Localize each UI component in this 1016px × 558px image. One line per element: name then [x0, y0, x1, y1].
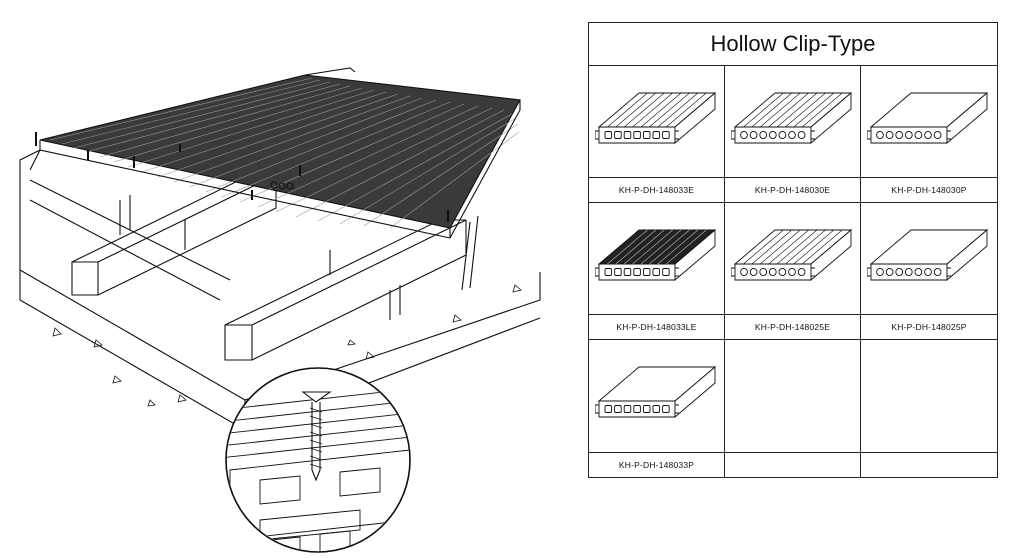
board-profile-image	[725, 66, 860, 177]
deck-boards	[35, 67, 521, 291]
product-code-label: KH-P-DH-148033E	[589, 177, 724, 202]
catalog-product-cell: KH-P-DH-148033E	[589, 66, 725, 203]
product-code-label: KH-P-DH-148025E	[725, 314, 860, 339]
board-profile-image	[589, 66, 724, 177]
catalog-empty-cell	[861, 340, 997, 477]
concrete-slab	[19, 149, 541, 431]
board-profile-image	[589, 203, 724, 314]
product-code-label: KH-P-DH-148033P	[589, 452, 724, 477]
board-profile-image	[725, 340, 860, 452]
product-code-label: KH-P-DH-148030E	[725, 177, 860, 202]
catalog-title: Hollow Clip-Type	[589, 23, 997, 66]
screw-icon	[301, 391, 332, 482]
board-profile-image	[861, 203, 997, 314]
catalog-product-cell: KH-P-DH-148025E	[725, 203, 861, 340]
catalog-empty-cell	[725, 340, 861, 477]
decking-installation-illustration	[19, 67, 541, 553]
clip-detail-inset	[225, 367, 411, 553]
product-code-label: KH-P-DH-148033LE	[589, 314, 724, 339]
product-code-label	[725, 452, 860, 477]
product-code-label: KH-P-DH-148025P	[861, 314, 997, 339]
board-profile-image	[589, 340, 724, 452]
catalog-product-cell: KH-P-DH-148030P	[861, 66, 997, 203]
board-profile-image	[861, 66, 997, 177]
board-profile-image	[725, 203, 860, 314]
catalog-product-cell: KH-P-DH-148033LE	[589, 203, 725, 340]
product-code-label: KH-P-DH-148030P	[861, 177, 997, 202]
board-profile-image	[861, 340, 997, 452]
catalog-product-cell: KH-P-DH-148025P	[861, 203, 997, 340]
catalog-product-cell: KH-P-DH-148033P	[589, 340, 725, 477]
catalog-product-cell: KH-P-DH-148030E	[725, 66, 861, 203]
product-code-label	[861, 452, 997, 477]
